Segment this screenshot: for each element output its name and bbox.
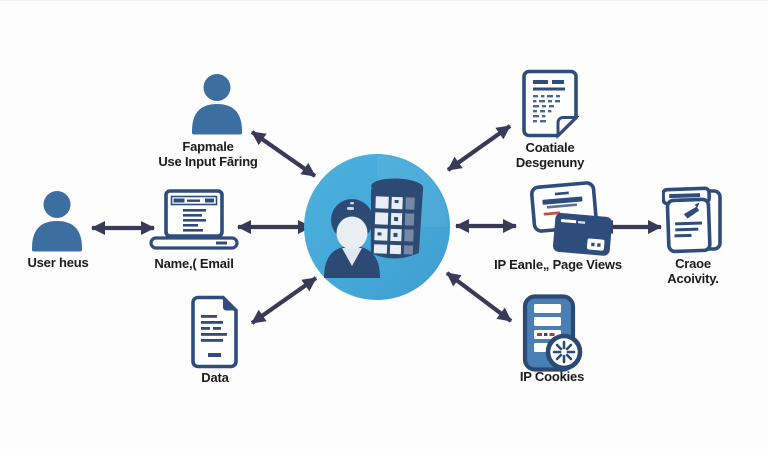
label-line-2: Acoivity. xyxy=(667,270,719,286)
node-activity-docs xyxy=(661,183,724,266)
node-form-person xyxy=(188,73,246,140)
person-icon xyxy=(192,74,242,135)
node-cards xyxy=(528,179,616,262)
label-line-2: Desgenuny xyxy=(515,154,585,170)
node-label-data-doc: Data xyxy=(201,370,229,385)
label-line-2: Use Input Fāring xyxy=(158,153,258,169)
phone-clock-icon xyxy=(522,294,583,372)
node-label-content-doc: Coatiale Desgenuny xyxy=(498,140,602,170)
id-cards-icon xyxy=(529,181,613,256)
document-text-icon xyxy=(522,69,580,140)
node-label-activity-docs: Craoe Acoivity. xyxy=(653,256,733,286)
document-icon xyxy=(191,295,238,369)
hub-building xyxy=(370,178,424,259)
node-user xyxy=(28,190,86,257)
stacked-documents-pen-icon xyxy=(661,186,722,254)
label-line-1: Fapmale xyxy=(182,139,234,154)
hub-person xyxy=(324,199,380,278)
node-cookies-phone xyxy=(520,294,584,379)
node-label-laptop: Name,( Email xyxy=(154,256,234,271)
node-label-cookies-phone: IP Cookies xyxy=(519,369,585,384)
arrow-form-hub xyxy=(250,130,317,178)
arrow-hub-contentdoc xyxy=(446,124,512,172)
label-line-1: Craoe xyxy=(675,256,711,271)
laptop-browser-icon xyxy=(149,189,239,250)
node-label-user: User heus xyxy=(27,255,89,270)
person-icon xyxy=(32,191,82,252)
node-laptop xyxy=(148,189,240,256)
arrow-data-hub xyxy=(250,276,318,325)
node-content-doc xyxy=(521,69,580,144)
node-data-doc xyxy=(190,295,240,374)
clock-icon xyxy=(545,333,583,371)
label-line-1: Coatiale xyxy=(525,140,575,155)
person-and-database-building-icon xyxy=(324,156,448,278)
arrow-hub-phone xyxy=(445,271,513,323)
central-hub xyxy=(304,154,450,300)
node-label-form-person: Fapmale Use Input Fāring xyxy=(146,139,270,169)
node-label-cards: IP Eanle„ Page Views xyxy=(494,257,622,272)
